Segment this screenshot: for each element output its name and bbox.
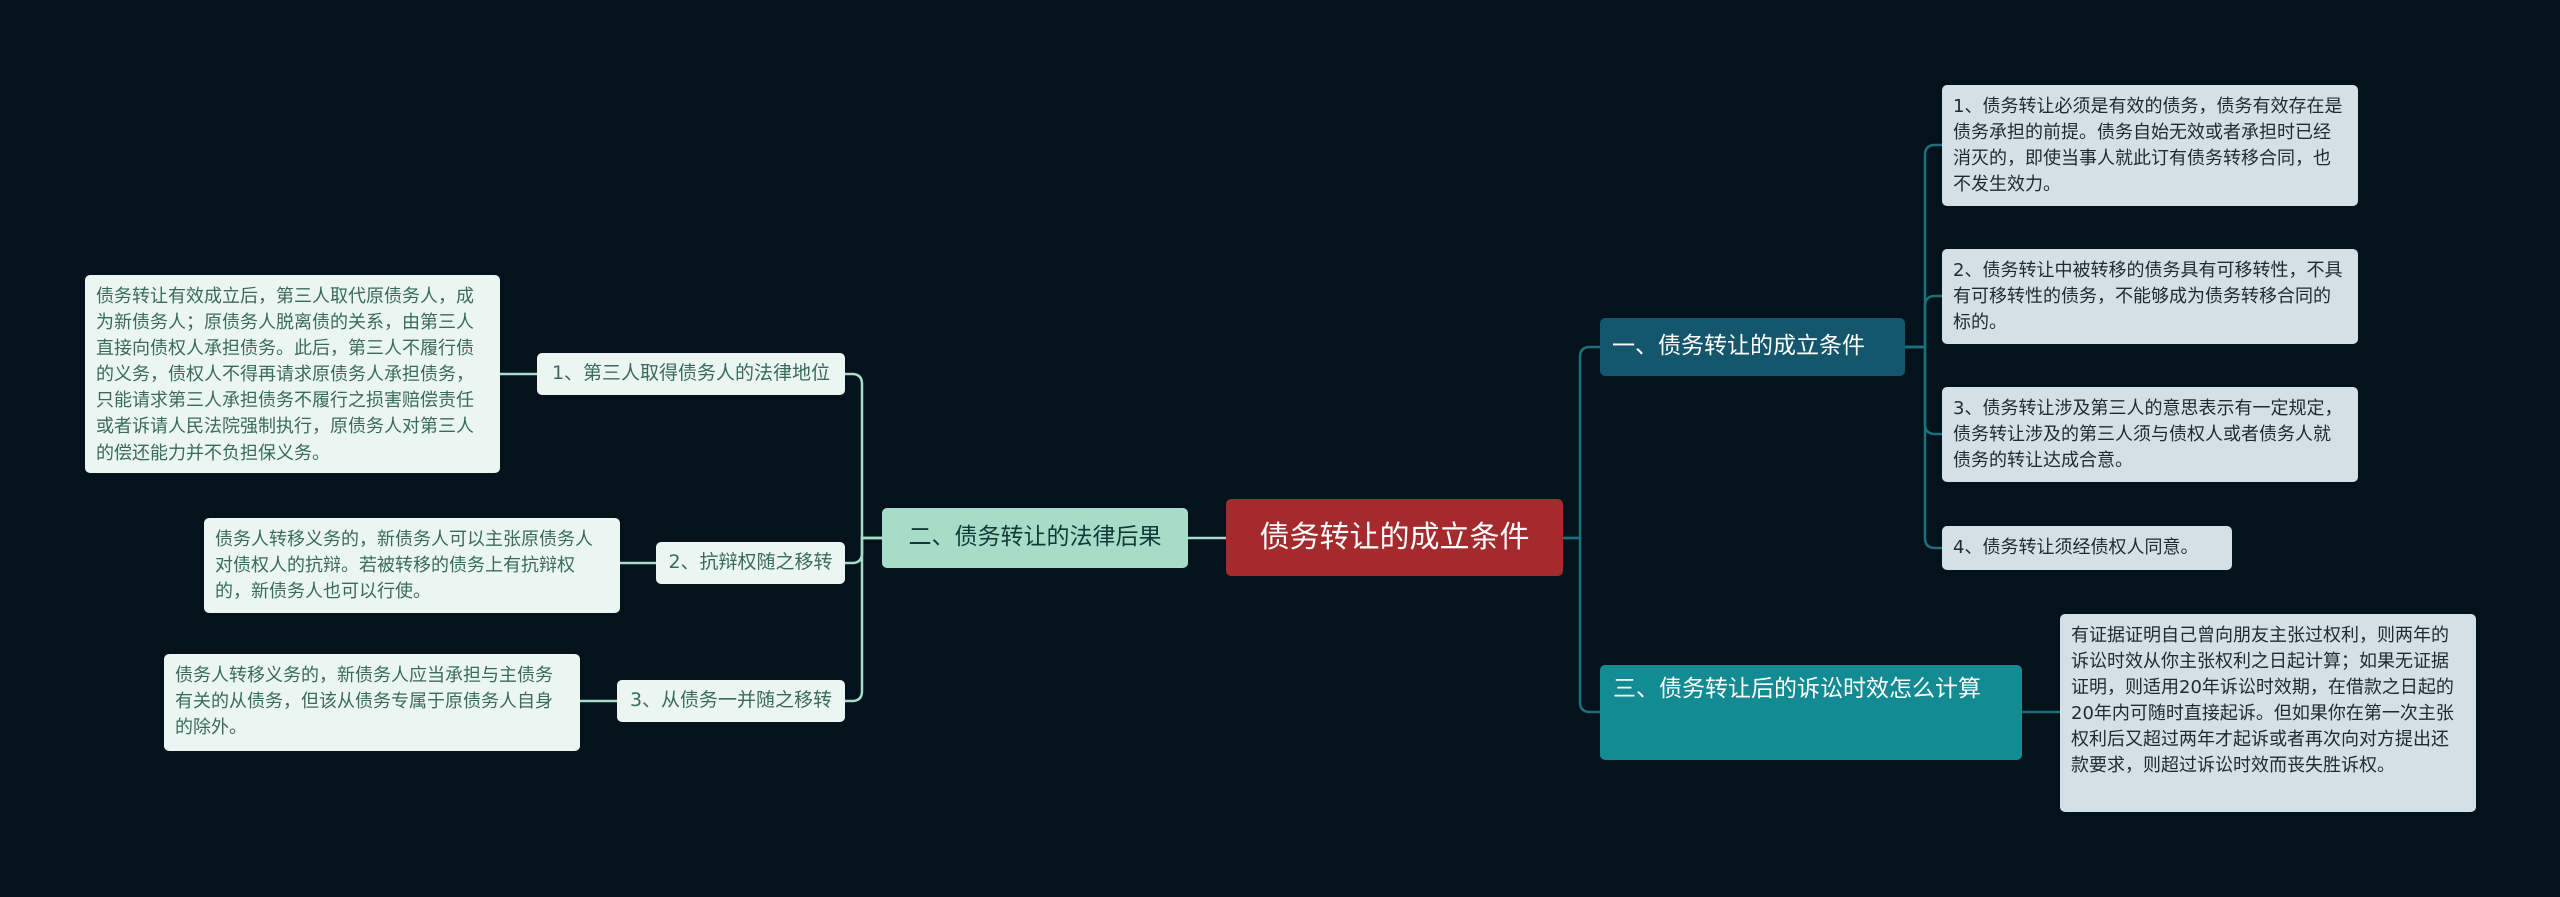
link-root-branch1 (1563, 345, 1600, 540)
consequence-item-3[interactable]: 3、从债务一并随之移转 (617, 680, 845, 722)
link-branch2-item-3 (845, 536, 882, 703)
link-branch1-item-2 (1905, 294, 1942, 349)
consequence-detail-1[interactable]: 债务转让有效成立后，第三人取代原债务人，成为新债务人；原债务人脱离债的关系，由第… (85, 275, 500, 473)
link-branch1-item-1 (1905, 143, 1942, 349)
link-branch1-item-3 (1905, 345, 1942, 436)
branch-establishment-conditions[interactable]: 一、债务转让的成立条件 (1600, 318, 1905, 376)
consequence-detail-3[interactable]: 债务人转移义务的，新债务人应当承担与主债务有关的从债务，但该从债务专属于原债务人… (164, 654, 580, 751)
link-branch2-item-1 (845, 372, 882, 540)
consequence-item-1[interactable]: 1、第三人取得债务人的法律地位 (537, 353, 845, 395)
condition-item-3[interactable]: 3、债务转让涉及第三人的意思表示有一定规定，债务转让涉及的第三人须与债权人或者债… (1942, 387, 2358, 482)
link-branch2-item-2 (845, 536, 882, 565)
consequence-detail-2[interactable]: 债务人转移义务的，新债务人可以主张原债务人对债权人的抗辩。若被转移的债务上有抗辩… (204, 518, 620, 613)
branch-limitation-period[interactable]: 三、债务转让后的诉讼时效怎么计算 (1600, 665, 2022, 760)
root-topic[interactable]: 债务转让的成立条件 (1226, 499, 1563, 576)
consequence-item-2[interactable]: 2、抗辩权随之移转 (656, 542, 845, 584)
branch-legal-consequences[interactable]: 二、债务转让的法律后果 (882, 508, 1188, 568)
condition-item-4[interactable]: 4、债务转让须经债权人同意。 (1942, 526, 2232, 570)
condition-item-2[interactable]: 2、债务转让中被转移的债务具有可移转性，不具有可移转性的债务，不能够成为债务转移… (1942, 249, 2358, 344)
condition-item-1[interactable]: 1、债务转让必须是有效的债务，债务有效存在是债务承担的前提。债务自始无效或者承担… (1942, 85, 2358, 206)
limitation-period-detail[interactable]: 有证据证明自己曾向朋友主张过权利，则两年的诉讼时效从你主张权利之日起计算；如果无… (2060, 614, 2476, 812)
link-branch1-item-4 (1905, 345, 1942, 550)
link-root-branch3 (1563, 536, 1600, 714)
